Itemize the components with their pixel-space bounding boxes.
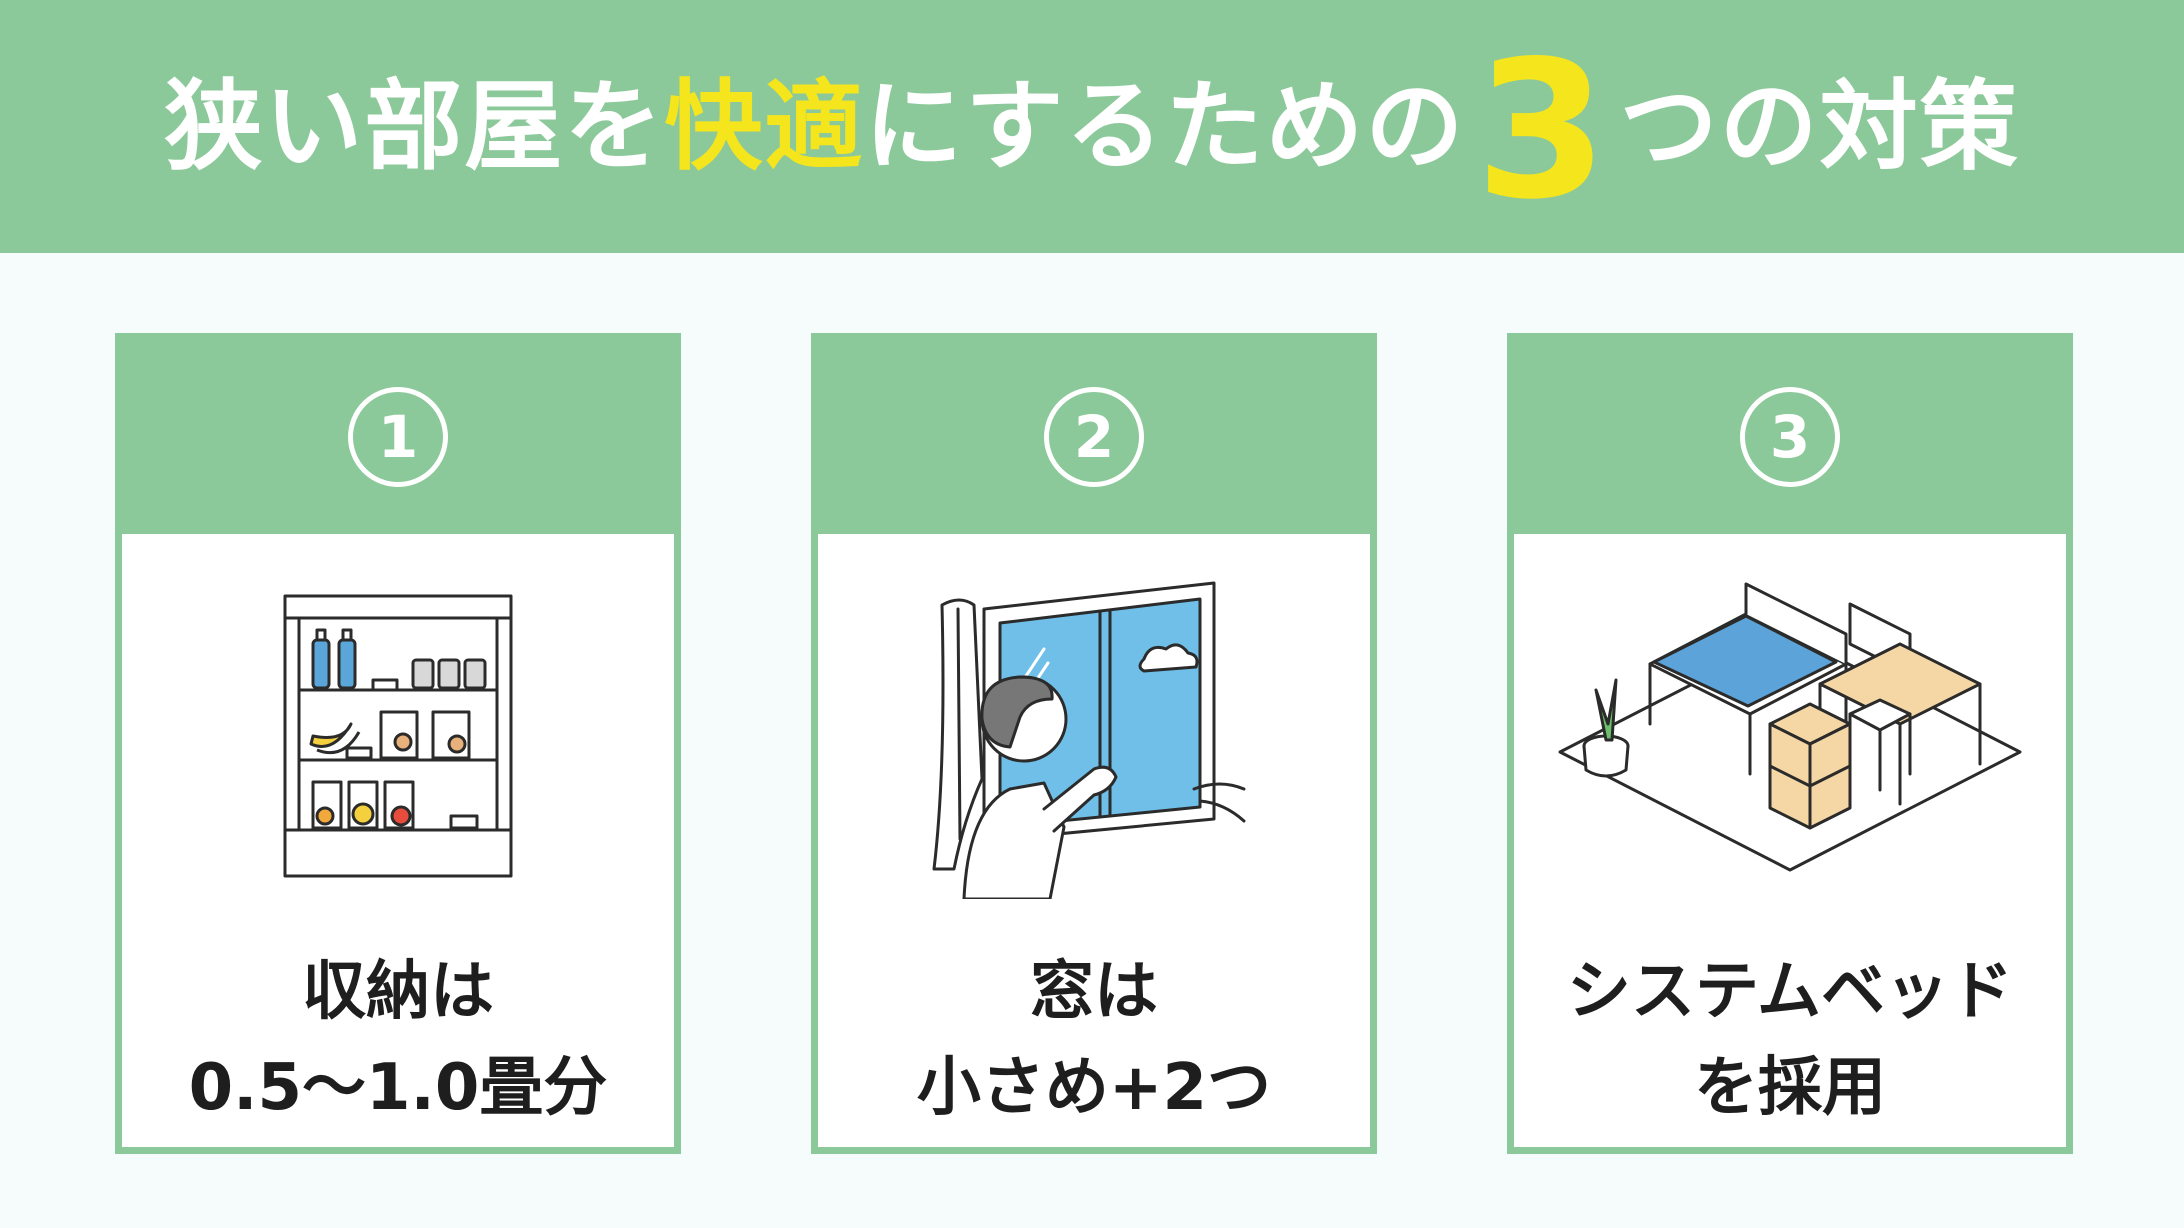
title-part-3: つの対策 [1619, 69, 2020, 184]
caption-line-2: 小さめ+2つ [916, 1051, 1272, 1125]
card-caption: 窓は 小さめ+2つ [818, 934, 1370, 1136]
tip-card-1: 1 [115, 333, 681, 1154]
title-number: 3 [1475, 19, 1610, 241]
window-person-icon [818, 534, 1370, 934]
card-caption: システムベッド を採用 [1514, 934, 2066, 1136]
circled-number: 1 [348, 387, 448, 487]
circled-number: 2 [1044, 387, 1144, 487]
caption-line-1: 窓は [1030, 955, 1158, 1029]
card-caption: 収納は 0.5〜1.0畳分 [122, 934, 674, 1136]
card-header: 2 [818, 340, 1370, 534]
caption-line-2: を採用 [1694, 1051, 1886, 1125]
title-part-2: にするための [864, 69, 1466, 184]
tip-card-3: 3 [1507, 333, 2073, 1154]
caption-line-1: 収納は [302, 955, 494, 1029]
card-header: 3 [1514, 340, 2066, 534]
caption-line-1: システムベッド [1566, 955, 2014, 1029]
card-header: 1 [122, 340, 674, 534]
caption-line-2: 0.5〜1.0畳分 [188, 1051, 608, 1125]
title-highlight: 快適 [664, 69, 865, 184]
circled-number: 3 [1740, 387, 1840, 487]
system-bed-room-icon [1514, 534, 2066, 934]
title-part-1: 狭い部屋を [164, 69, 665, 184]
tip-card-2: 2 [811, 333, 1377, 1154]
storage-shelf-icon [122, 534, 674, 934]
